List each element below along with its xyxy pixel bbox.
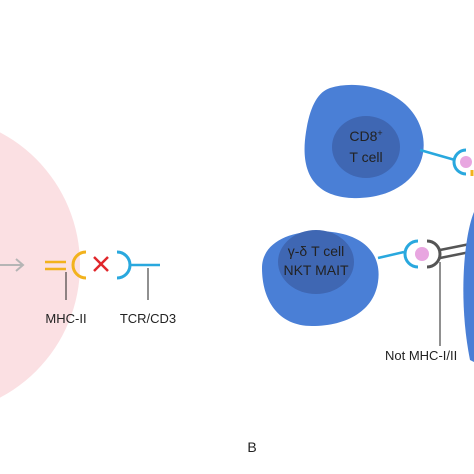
cd8-t-cell: [304, 84, 424, 199]
gd-tcr-complex: [377, 239, 471, 346]
arrow-icon: [0, 258, 25, 272]
panel-b-label: B: [247, 439, 256, 455]
gamma-delta-t-cell: [262, 230, 379, 326]
cd8-label: CD8+: [349, 128, 382, 144]
mhc-ii-receptor: [45, 250, 87, 300]
mhc-ii-label: MHC-II: [45, 311, 86, 326]
cd8-tcr-complex: [419, 148, 474, 176]
tcr-cd3-receptor: [116, 250, 160, 300]
nkt-mait-label: NKT MAIT: [283, 262, 349, 278]
tcr-cd3-label: TCR/CD3: [120, 311, 176, 326]
cd8-t-cell-label: T cell: [349, 149, 382, 165]
target-cell-edge: [463, 212, 474, 362]
gamma-delta-label: γ-δ T cell: [288, 243, 345, 259]
apc-cell: [0, 132, 80, 398]
not-mhc-label: Not MHC-I/II: [385, 348, 457, 363]
blocked-x-icon: [93, 256, 109, 272]
